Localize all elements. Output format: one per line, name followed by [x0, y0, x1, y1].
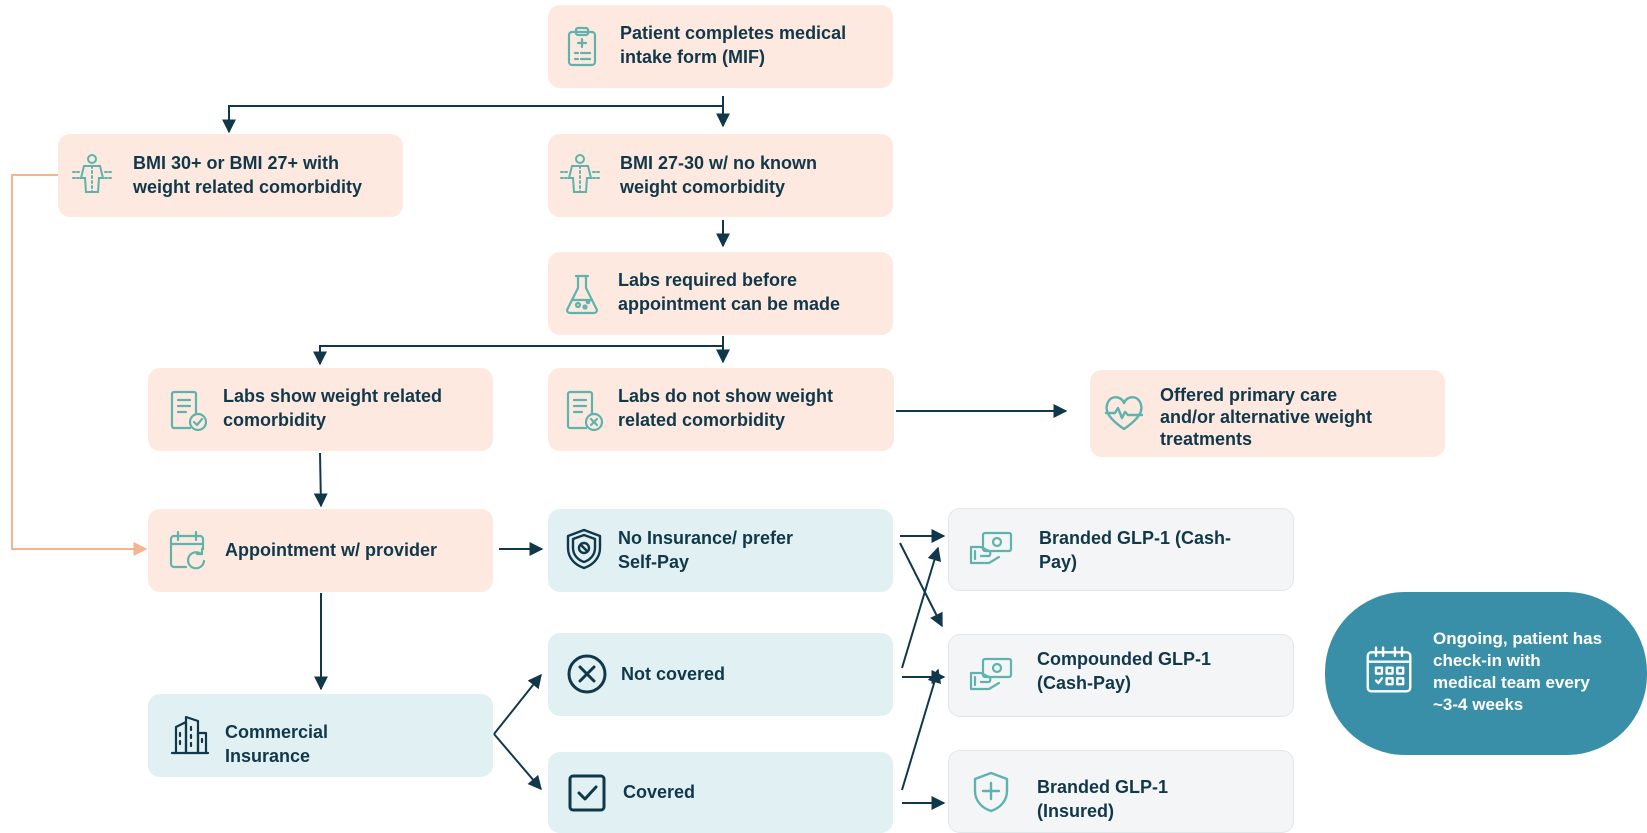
body-measure-icon [70, 152, 114, 196]
node-no-insurance-label: No Insurance/ prefer Self-Pay [618, 528, 794, 572]
node-primary-care-label: Offered primary care and/or alternative … [1160, 385, 1373, 449]
node-ongoing-checkin-label: Ongoing, patient has check-in with medic… [1433, 629, 1603, 714]
calendar-refresh-icon [166, 529, 210, 573]
node-commercial-insurance: Commercial Insurance [148, 694, 493, 777]
node-labs-show: Labs show weight related comorbidity [148, 368, 493, 451]
document-check-icon [166, 388, 210, 432]
node-bmi-mid-label: BMI 27-30 w/ no known weight comorbidity [620, 153, 818, 197]
node-labs-show-label: Labs show weight related comorbidity [223, 386, 443, 430]
document-x-icon [562, 388, 606, 432]
clipboard-icon [560, 25, 604, 69]
node-not-covered-label: Not covered [621, 664, 726, 684]
node-no-insurance: No Insurance/ prefer Self-Pay [548, 509, 893, 592]
arrow-intake-to-bmi-high [222, 105, 723, 134]
node-ongoing-checkin: Ongoing, patient has check-in with medic… [1325, 592, 1647, 755]
node-compounded-glp1-cash-label: Compounded GLP-1 (Cash-Pay) [1037, 649, 1211, 693]
node-commercial-insurance-label: Commercial Insurance [225, 722, 329, 766]
shield-plus-icon [969, 770, 1013, 814]
arrow-no-insurance-to-compounded [899, 542, 943, 628]
building-icon [168, 713, 212, 757]
node-bmi-mid: BMI 27-30 w/ no known weight comorbidity [548, 134, 893, 217]
node-intake-form-label: Patient completes medical intake form (M… [620, 23, 847, 67]
cash-hand-icon [969, 653, 1013, 697]
node-covered-label: Covered [623, 782, 696, 802]
node-branded-glp1-insured-label: Branded GLP-1 (Insured) [1037, 777, 1169, 821]
calendar-grid-icon [1363, 644, 1415, 696]
checkbox-icon [565, 771, 609, 815]
node-appointment-label: Appointment w/ provider [225, 540, 438, 560]
node-labs-not-show-label: Labs do not show weight related comorbid… [618, 386, 833, 430]
arrow-labs-to-labs-show [313, 345, 723, 366]
body-measure-icon [558, 152, 602, 196]
arrow-covered-to-compounded [901, 668, 942, 791]
circle-x-icon [565, 652, 609, 696]
arrow-commercial-to-covered [493, 733, 542, 791]
arrow-bmi-high-bypass-to-appointment [11, 174, 148, 556]
node-branded-glp1-cash: Branded GLP-1 (Cash- Pay) [948, 508, 1294, 591]
node-not-covered: Not covered [548, 633, 893, 716]
node-branded-glp1-cash-label: Branded GLP-1 (Cash- Pay) [1039, 528, 1232, 572]
node-primary-care: Offered primary care and/or alternative … [1090, 370, 1445, 457]
node-labs-not-show: Labs do not show weight related comorbid… [548, 368, 894, 451]
node-labs-required: Labs required before appointment can be … [548, 252, 893, 335]
arrow-commercial-to-not-covered [493, 673, 542, 735]
node-bmi-high: BMI 30+ or BMI 27+ with weight related c… [58, 134, 403, 217]
node-intake-form: Patient completes medical intake form (M… [548, 5, 893, 88]
cash-hand-icon [969, 527, 1013, 571]
heart-pulse-icon [1102, 391, 1146, 435]
arrow-not-covered-to-branded-cash [901, 546, 942, 669]
flask-icon [560, 272, 604, 316]
node-covered: Covered [548, 752, 893, 833]
node-compounded-glp1-cash: Compounded GLP-1 (Cash-Pay) [948, 634, 1294, 717]
shield-ban-icon [562, 527, 606, 571]
node-bmi-high-label: BMI 30+ or BMI 27+ with weight related c… [133, 153, 363, 197]
node-branded-glp1-insured: Branded GLP-1 (Insured) [948, 750, 1294, 833]
node-labs-required-label: Labs required before appointment can be … [618, 270, 841, 314]
arrow-labs-show-to-appointment [313, 452, 328, 508]
node-appointment: Appointment w/ provider [148, 509, 493, 592]
